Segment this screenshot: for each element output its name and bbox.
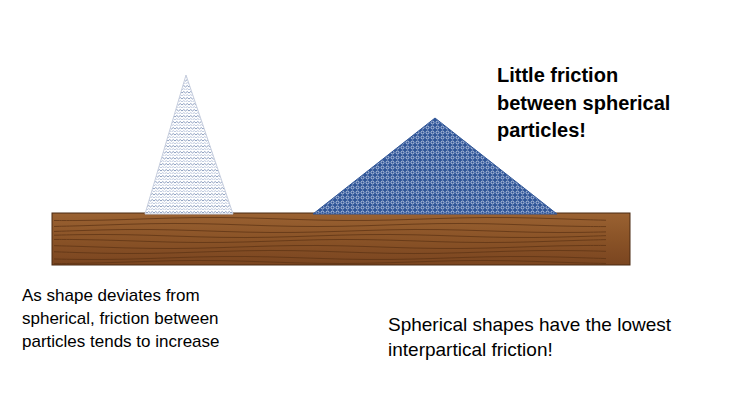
angular-particle-pile (145, 75, 233, 214)
wood-grain (54, 239, 606, 242)
spherical-note: Spherical shapes have the lowest interpa… (388, 313, 718, 362)
wood-grain (54, 229, 606, 232)
wood-grain (54, 256, 606, 259)
wood-board (52, 213, 630, 265)
wood-grain (54, 250, 606, 253)
wood-grain (54, 260, 606, 263)
callout-note: Little friction between spherical partic… (497, 62, 687, 145)
wood-grain (54, 234, 606, 237)
wood-grain (54, 217, 606, 220)
wood-grain (54, 223, 606, 226)
wood-grain (54, 245, 606, 248)
shape-note: As shape deviates from spherical, fricti… (22, 284, 222, 353)
